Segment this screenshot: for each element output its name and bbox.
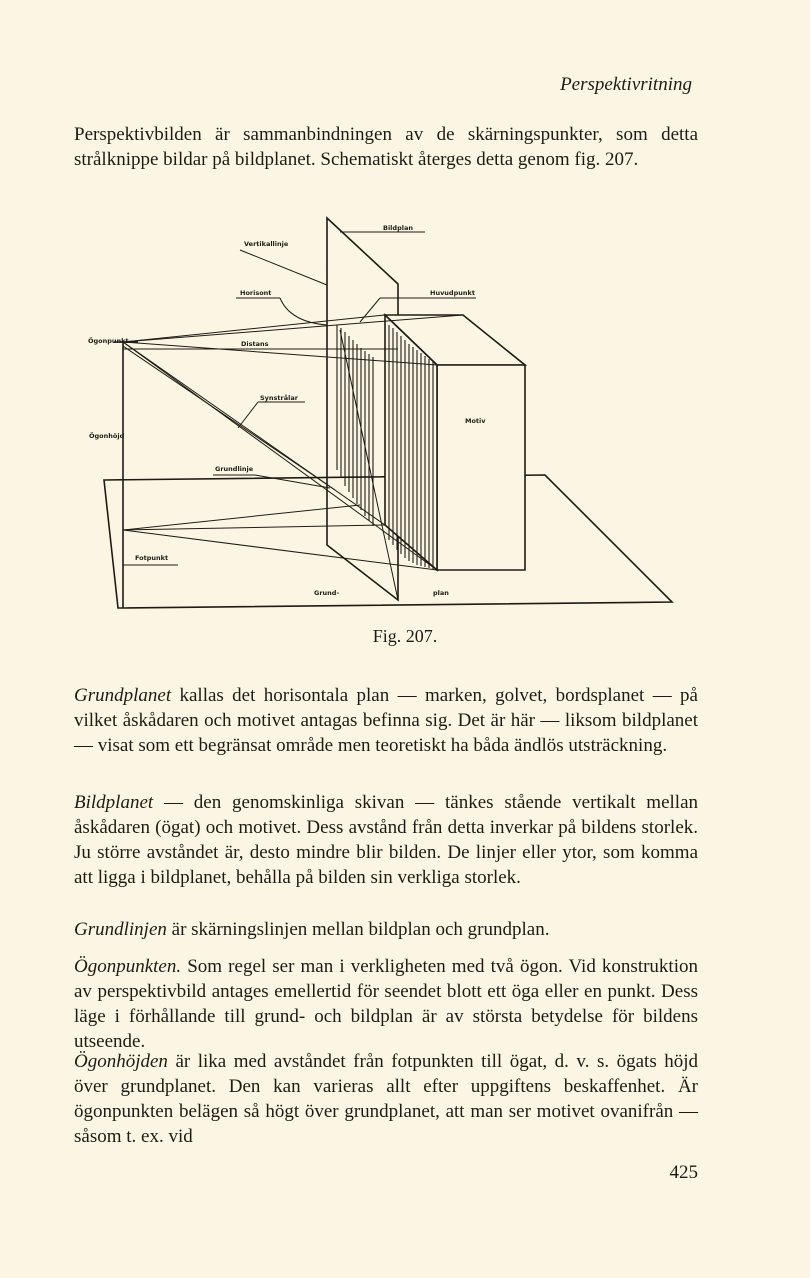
paragraph-text: Som regel ser man i verkligheten med två… bbox=[74, 956, 698, 1052]
perspective-diagram: Bildplan Vertikallinje Horisont Huvudpun… bbox=[88, 216, 674, 609]
term: Ögonhöjden bbox=[74, 1051, 168, 1072]
label-bildplan: Bildplan bbox=[383, 224, 413, 232]
paragraph-text: kallas det horisontala plan — marken, go… bbox=[74, 685, 698, 756]
label-plan: plan bbox=[433, 589, 449, 597]
label-ogonhojd: Ögonhöjd bbox=[89, 431, 125, 440]
motiv-box-front bbox=[436, 364, 526, 571]
paragraph-ogonhojden: Ögonhöjden är lika med avståndet från fo… bbox=[74, 1049, 698, 1149]
paragraph-ogonpunkten: Ögonpunkten. Som regel ser man i verklig… bbox=[74, 954, 698, 1054]
label-distans: Distans bbox=[241, 340, 269, 348]
label-horisont: Horisont bbox=[240, 289, 271, 297]
paragraph-text: är lika med avståndet från fotpunkten ti… bbox=[74, 1051, 698, 1147]
paragraph-bildplanet: Bildplanet — den genomskinliga skivan — … bbox=[74, 790, 698, 890]
label-motiv: Motiv bbox=[465, 417, 486, 425]
paragraph-text: är skärningslinjen mellan bildplan och g… bbox=[166, 919, 550, 940]
running-head: Perspektivritning bbox=[560, 74, 692, 95]
label-grund: Grund- bbox=[314, 589, 339, 597]
label-ogonpunkt: Ögonpunkt bbox=[88, 336, 129, 345]
paragraph-grundlinjen: Grundlinjen är skärningslinjen mellan bi… bbox=[74, 917, 698, 942]
paragraph-grundplanet: Grundplanet kallas det horisontala plan … bbox=[74, 683, 698, 758]
term: Bildplanet bbox=[74, 792, 154, 813]
paragraph-text: — den genomskinliga skivan — tänkes ståe… bbox=[74, 792, 698, 888]
label-vertikallinje: Vertikallinje bbox=[244, 240, 289, 248]
figure-labels: Bildplan Vertikallinje Horisont Huvudpun… bbox=[88, 224, 486, 597]
label-huvudpunkt: Huvudpunkt bbox=[430, 289, 475, 297]
figure-caption: Fig. 207. bbox=[372, 626, 438, 646]
intro-paragraph: Perspektivbilden är sammanbindningen av … bbox=[74, 124, 698, 170]
label-fotpunkt: Fotpunkt bbox=[135, 554, 168, 562]
term: Grundplanet bbox=[74, 685, 172, 706]
label-grundlinje: Grundlinje bbox=[215, 465, 254, 473]
label-synstralar: Synstrålar bbox=[260, 393, 299, 402]
term: Ögonpunkten. bbox=[74, 956, 182, 977]
term: Grundlinjen bbox=[74, 919, 167, 940]
page-number: 425 bbox=[669, 1162, 699, 1183]
